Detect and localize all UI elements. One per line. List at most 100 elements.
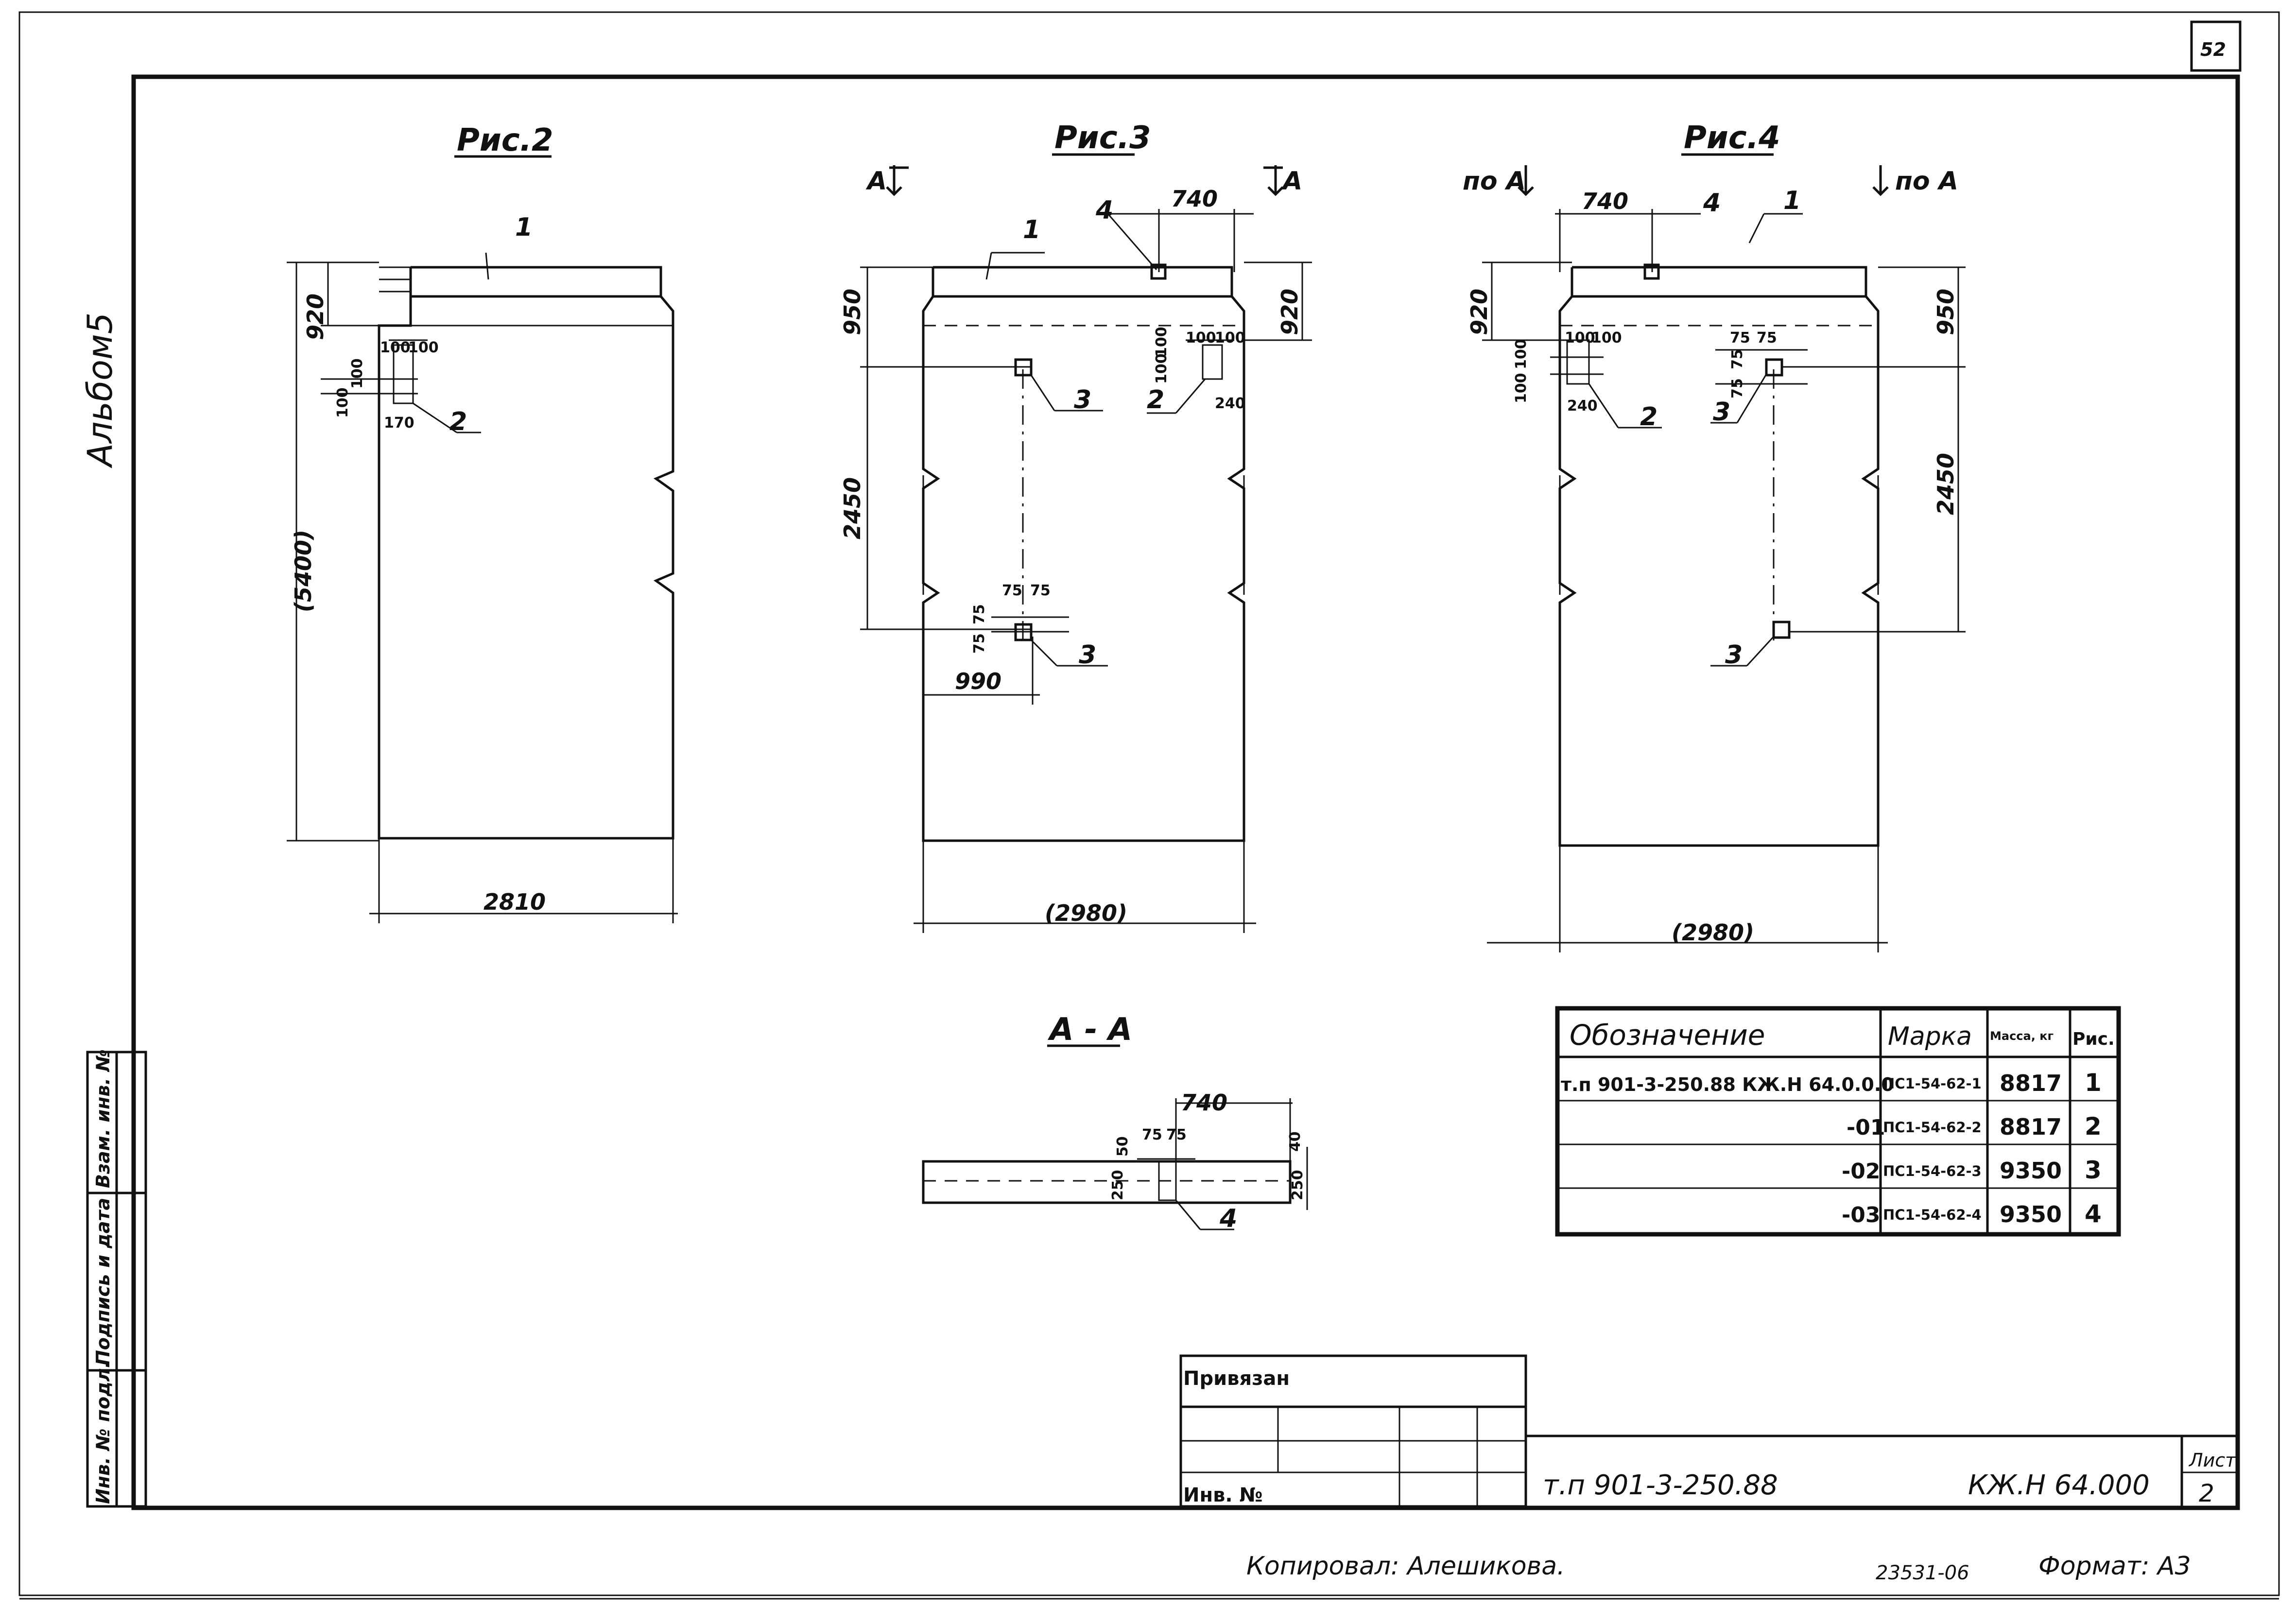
fig3-leader-3b: 3 xyxy=(1079,640,1096,670)
spec-row-1-fig: 1 xyxy=(2085,1069,2102,1097)
fig2-dim-top: 920 xyxy=(302,294,328,340)
binding-block xyxy=(1179,1354,1527,1508)
fig4-dim-w1: 100 xyxy=(1565,329,1595,346)
section-dim-d: 250 xyxy=(1109,1170,1126,1200)
fig3-dim-bottom-offset: 990 xyxy=(955,668,1001,694)
spec-row-2-designation: -01 xyxy=(1847,1115,1885,1140)
fig4-dim-width: (2980) xyxy=(1672,919,1754,946)
fig4-title: Рис.4 xyxy=(1684,120,1780,156)
section-dim-w: 740 xyxy=(1181,1089,1227,1116)
spec-header-fig: Рис. xyxy=(2072,1029,2115,1049)
spec-row-2-fig: 2 xyxy=(2085,1112,2102,1140)
fig2-panel xyxy=(378,266,674,840)
drawing-frame xyxy=(18,11,2280,1600)
title-sheet-value: 2 xyxy=(2199,1479,2214,1507)
section-leader-4: 4 xyxy=(1219,1204,1237,1233)
fig3-dim-w2: 100 xyxy=(1215,329,1245,346)
spec-row-3-fig: 3 xyxy=(2085,1156,2102,1184)
fig2-dim-h1: 100 xyxy=(349,358,366,389)
fig3-dim-top-right: 740 xyxy=(1171,186,1218,212)
spec-header-mark: Марка xyxy=(1888,1022,1972,1051)
fig4-section-right: по А xyxy=(1895,167,1958,196)
spec-row-4-designation: -03 xyxy=(1842,1203,1881,1227)
fig3-panel xyxy=(922,263,1245,842)
spec-row-1-mark: ПС1-54-62-1 xyxy=(1883,1075,1982,1092)
fig3-section-left: А xyxy=(865,167,887,196)
fig2-dim-w3: 170 xyxy=(384,415,414,432)
spec-row-1-designation: т.п 901-3-250.88 КЖ.Н 64.0.0.0 xyxy=(1561,1074,1894,1095)
fig3-dim-h3: 75 xyxy=(1002,582,1022,599)
title-project: т.п 901-3-250.88 xyxy=(1543,1469,1778,1501)
fig2-dim-w2: 100 xyxy=(408,339,439,356)
fig4-dim-h1: 100 xyxy=(1513,339,1530,369)
spec-row-4-mass: 9350 xyxy=(2000,1201,2062,1227)
title-code: КЖ.Н 64.000 xyxy=(1968,1469,2150,1501)
side-stamp-signature: Подпись и дата xyxy=(92,1198,114,1365)
fig4-dim-h2: 100 xyxy=(1513,373,1530,403)
fig3-dim-left-mid: 2450 xyxy=(839,477,865,539)
fig3-dim-v2: 75 xyxy=(971,633,988,654)
fig3-dimension-lines xyxy=(860,209,1312,933)
fig4-leader-1: 1 xyxy=(1783,186,1801,215)
album-label: Альбом5 xyxy=(80,312,120,468)
fig3-title: Рис.3 xyxy=(1054,120,1151,156)
fig4-leader-2: 2 xyxy=(1640,402,1657,432)
fig3-dim-w3: 240 xyxy=(1215,395,1245,412)
fig3-section-right: А xyxy=(1281,167,1302,196)
fig4-dim-h3: 75 xyxy=(1730,329,1750,346)
fig3-leader-1: 1 xyxy=(1023,215,1040,244)
fig3-leader-2: 2 xyxy=(1147,385,1164,415)
fig2-dim-h2: 100 xyxy=(334,387,351,418)
fig3-dim-h4: 75 xyxy=(1030,582,1051,599)
fig4-dim-v1: 75 xyxy=(1729,349,1746,369)
fig3-dim-w1: 100 xyxy=(1186,329,1216,346)
fig4-leader-3b: 3 xyxy=(1725,640,1743,670)
fig4-dim-h4: 75 xyxy=(1757,329,1777,346)
fig2-title: Рис.2 xyxy=(457,122,553,158)
fig3-dim-h1: 100 xyxy=(1153,327,1170,357)
fig4-section-left: по А xyxy=(1463,167,1526,196)
footer-copied: Копировал: Алешикова. xyxy=(1246,1552,1565,1581)
section-dim-b: 75 xyxy=(1166,1126,1187,1143)
spec-row-2-mark: ПС1-54-62-2 xyxy=(1883,1119,1982,1136)
fig3-dim-h2: 100 xyxy=(1153,353,1170,384)
section-aa-drawing xyxy=(922,1098,1308,1230)
title-block xyxy=(1526,1434,2238,1506)
binding-label: Привязан xyxy=(1183,1367,1290,1390)
footer-number: 23531-06 xyxy=(1876,1562,1969,1584)
fig2-dimension-lines xyxy=(287,252,678,923)
fig4-panel xyxy=(1558,263,1880,847)
spec-header-mass: Масса, кг xyxy=(1990,1029,2054,1043)
spec-row-4-mark: ПС1-54-62-4 xyxy=(1883,1207,1982,1223)
spec-table xyxy=(1555,1006,2121,1237)
section-dim-e: 40 xyxy=(1287,1131,1304,1152)
footer-format: Формат: А3 xyxy=(2038,1552,2191,1581)
fig3-leader-4: 4 xyxy=(1095,196,1113,225)
fig4-dim-left-top: 920 xyxy=(1466,289,1492,335)
fig3-dim-right-top: 920 xyxy=(1277,289,1303,335)
spec-row-3-mass: 9350 xyxy=(2000,1158,2062,1184)
fig4-dim-w2: 100 xyxy=(1591,329,1622,346)
spec-row-3-mark: ПС1-54-62-3 xyxy=(1883,1163,1982,1179)
spec-header-designation: Обозначение xyxy=(1570,1019,1765,1052)
fig2-dim-w1: 100 xyxy=(380,339,411,356)
fig2-dim-height: (5400) xyxy=(290,530,316,612)
fig4-dim-v2: 75 xyxy=(1729,378,1746,398)
fig3-leader-3a: 3 xyxy=(1074,385,1091,415)
fig4-dim-right-mid: 2450 xyxy=(1933,453,1959,515)
fig2-dim-width: 2810 xyxy=(483,889,546,915)
side-stamp-vzam: Взам. инв. № xyxy=(92,1049,114,1188)
title-sheet-label: Лист xyxy=(2188,1450,2237,1471)
fig4-dim-w3: 240 xyxy=(1567,397,1598,415)
spec-row-4-fig: 4 xyxy=(2085,1200,2102,1228)
section-dim-c: 50 xyxy=(1114,1136,1131,1157)
section-dim-f: 250 xyxy=(1289,1170,1306,1200)
fig3-dim-v1: 75 xyxy=(971,604,988,624)
fig2-leader-2: 2 xyxy=(449,407,467,436)
inv-number-label: Инв. № xyxy=(1183,1484,1263,1506)
fig3-dim-width: (2980) xyxy=(1045,900,1127,926)
sheet-number: 52 xyxy=(2200,39,2226,60)
spec-row-3-designation: -02 xyxy=(1842,1159,1881,1184)
fig4-leader-4: 4 xyxy=(1703,189,1721,218)
